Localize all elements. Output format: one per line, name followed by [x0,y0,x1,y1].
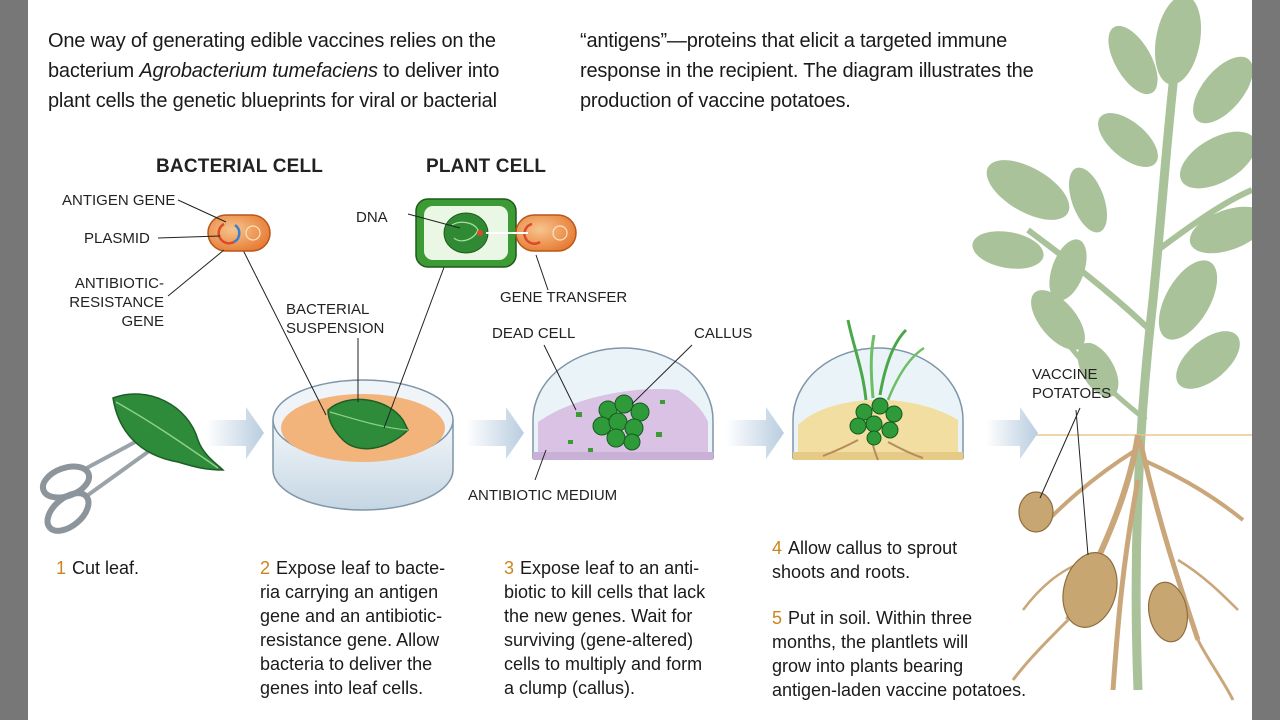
dish-sprouting-callus [792,319,964,461]
intro-left: One way of generating edible vaccines re… [48,30,500,112]
petri-dish-suspension [272,379,454,511]
dna-label: DNA [356,209,388,226]
potato-plant [972,0,1252,691]
diagram-panel: One way of generating edible vaccines re… [28,0,1252,720]
process-arrows [206,407,1038,459]
intro-right: “antigens”—proteins that elicit a target… [580,30,1034,112]
vaccine-potatoes-label: VACCINE POTATOES [1032,366,1112,402]
leaf [112,393,225,471]
bacterial-cell-transfer [515,214,577,252]
vaccine-pointer-2 [1075,409,1089,556]
vaccine-pointer-1 [1039,407,1081,499]
potatoes [1018,491,1189,643]
callus [592,394,650,451]
antibiotic-resistance-gene-label: ANTIBIOTIC- RESISTANCE GENE [69,275,164,330]
plant-cell-heading: PLANT CELL [426,156,547,177]
gene-transfer-label: GENE TRANSFER [500,289,628,306]
dead-cell-label: DEAD CELL [492,325,576,342]
bacterial-suspension-label: BACTERIAL SUSPENSION [286,301,385,337]
bacterial-cell-heading: BACTERIAL CELL [156,156,324,177]
illustration [39,0,1252,701]
antigen-gene-label: ANTIGEN GENE [62,192,176,209]
callus-label: CALLUS [694,325,753,342]
plasmid-label: PLASMID [84,230,150,247]
antibiotic-medium-label: ANTIBIOTIC MEDIUM [468,487,618,504]
bacterial-cell [207,214,271,252]
plant-cell [415,198,517,268]
